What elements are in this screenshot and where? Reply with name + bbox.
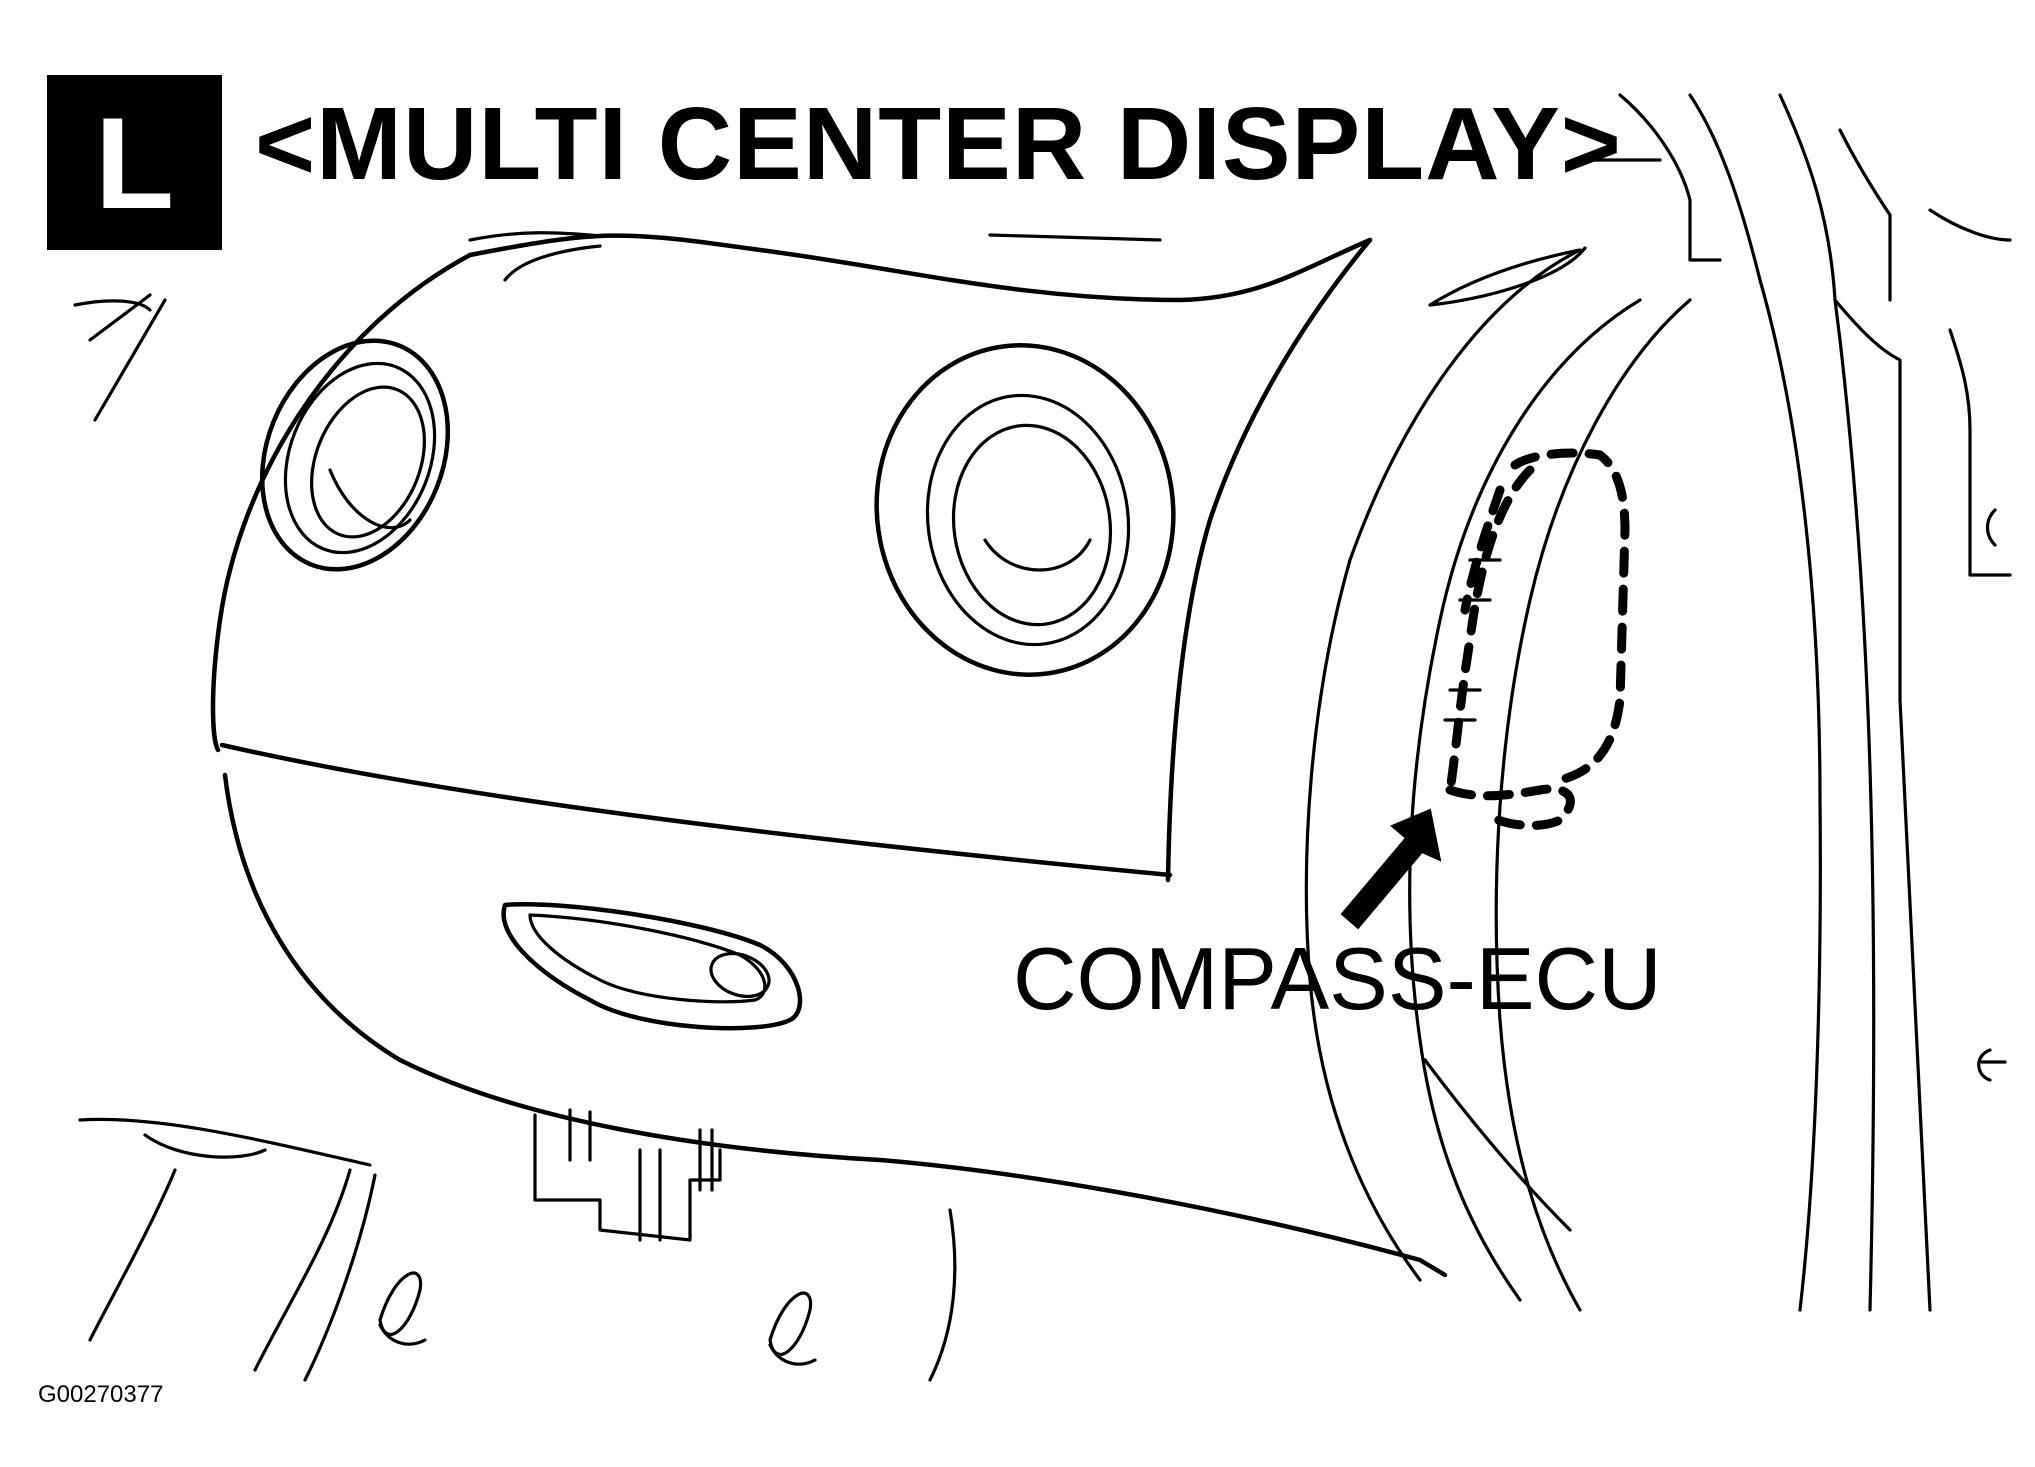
callout-arrow — [1340, 808, 1442, 930]
left-air-vent — [259, 338, 451, 572]
script-mark-left — [378, 1271, 427, 1346]
right-pillar-frame — [1588, 93, 2012, 1312]
dashboard-lower-left-curve — [222, 772, 1448, 1278]
diagram-title: <MULTI CENTER DISPLAY> — [255, 86, 1622, 201]
dashboard-horizontal-seam — [219, 742, 1173, 878]
dashboard-upper-shell — [467, 233, 1373, 303]
top-trim-center — [988, 233, 1162, 242]
section-badge: L — [47, 75, 222, 250]
under-dash-bracket — [78, 1108, 722, 1242]
lower-left-lines — [88, 1168, 377, 1382]
script-mark-top-left — [73, 293, 167, 422]
center-air-vent — [874, 343, 1176, 677]
top-trim-left — [468, 231, 602, 282]
script-mark-center — [768, 1291, 817, 1366]
top-trim-right-vent — [1428, 246, 1587, 307]
lower-center-line — [928, 1208, 957, 1382]
compass-ecu-label: COMPASS-ECU — [1013, 929, 1662, 1028]
side-panel-curves — [1304, 248, 1692, 1312]
glovebox-handle — [501, 901, 803, 1031]
compass-ecu-dashed-outline — [1443, 448, 1630, 830]
section-letter: L — [94, 89, 175, 236]
figure-id: G00270377 — [38, 1381, 164, 1408]
dashboard-right-contour — [1165, 237, 1373, 883]
dashboard-left-contour — [210, 252, 473, 753]
